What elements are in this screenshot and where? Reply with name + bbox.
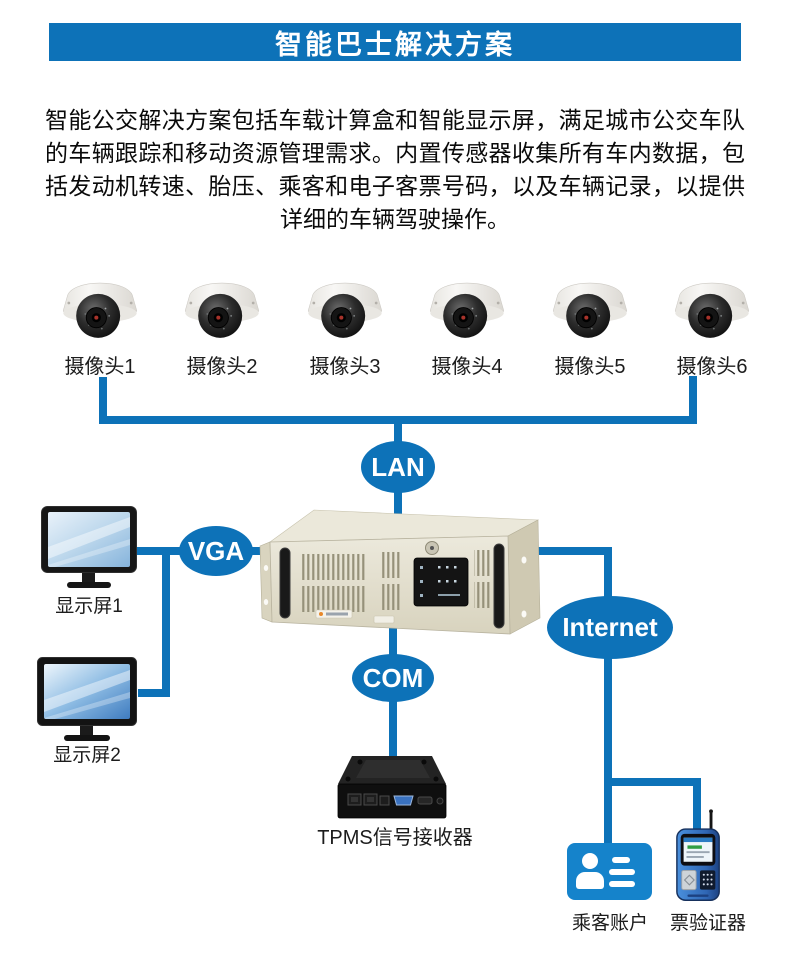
display-2-label: 显示屏2 <box>53 745 121 766</box>
camera-bus-line <box>99 416 697 424</box>
lan-node: LAN <box>361 441 435 493</box>
dome-camera-icon <box>184 282 260 339</box>
description-text: 智能公交解决方案包括车载计算盒和智能显示屏，满足城市公交车队的车辆跟踪和移动资源… <box>45 107 745 232</box>
camera-1-label: 摄像头1 <box>64 356 136 378</box>
display2-connector-line <box>138 689 170 697</box>
ticket-validator <box>674 806 724 911</box>
camera-4: 摄像头4 <box>407 270 527 379</box>
page-title: 智能巴士解决方案 <box>275 29 515 60</box>
passenger-account-label: 乘客账户 <box>571 913 648 934</box>
card-line-icon <box>609 869 635 875</box>
camera-3: 摄像头3 <box>285 270 405 379</box>
display-1 <box>40 505 138 594</box>
internet-v-line <box>604 547 612 845</box>
card-line-icon <box>612 857 630 863</box>
monitor-icon <box>37 657 137 741</box>
rack-server-icon <box>259 509 541 635</box>
display-1-label: 显示屏1 <box>55 596 123 617</box>
dome-camera-icon <box>429 282 505 339</box>
person-head-icon <box>582 853 598 869</box>
camera-3-label: 摄像头3 <box>309 356 381 378</box>
validator-drop-line <box>693 778 701 833</box>
camera-1: 摄像头1 <box>40 270 160 379</box>
internet-node: Internet <box>547 596 673 659</box>
camera-2: 摄像头2 <box>162 270 282 379</box>
validator-branch-line <box>604 778 701 786</box>
person-shoulders-icon <box>576 872 604 889</box>
passenger-account-icon <box>567 843 652 900</box>
ticket-validator-label: 票验证器 <box>669 913 746 934</box>
validator-icon <box>676 809 720 901</box>
camera-6: 摄像头6 <box>652 270 772 379</box>
display-2 <box>36 656 138 747</box>
vehicle-computer <box>256 496 548 645</box>
tpms-label: TPMS信号接收器 <box>317 827 473 849</box>
vga-node: VGA <box>179 526 253 576</box>
com-node: COM <box>352 654 434 702</box>
display2-drop-line <box>162 551 170 697</box>
monitor-icon <box>41 506 137 588</box>
camera-6-label: 摄像头6 <box>676 356 748 378</box>
vga-node-label: VGA <box>187 535 245 566</box>
camera-5: 摄像头5 <box>530 270 650 379</box>
dome-camera-icon <box>552 282 628 339</box>
tpms-box-icon <box>337 756 447 819</box>
dome-camera-icon <box>674 282 750 339</box>
internet-node-label: Internet <box>562 612 658 642</box>
page-title-banner: 智能巴士解决方案 <box>49 23 741 61</box>
camera-5-label: 摄像头5 <box>554 356 626 378</box>
internet-h-line <box>536 547 612 555</box>
dome-camera-icon <box>307 282 383 339</box>
lan-node-label: LAN <box>371 451 425 482</box>
camera6-drop-line <box>689 376 697 424</box>
com-node-label: COM <box>362 662 424 693</box>
camera1-drop-line <box>99 377 107 424</box>
camera-4-label: 摄像头4 <box>431 356 503 378</box>
camera-2-label: 摄像头2 <box>186 356 258 378</box>
dome-camera-icon <box>62 282 138 339</box>
tpms-receiver <box>336 750 448 827</box>
card-line-icon <box>609 881 635 887</box>
